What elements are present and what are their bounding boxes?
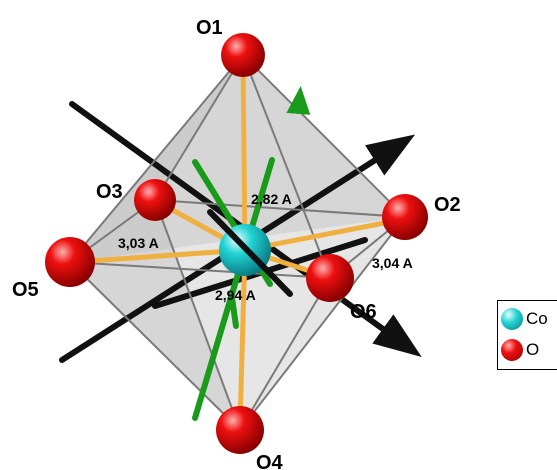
green-axis-line-2: [192, 157, 275, 421]
co-o-bonds: [72, 57, 403, 428]
black-axis-front: [207, 209, 293, 297]
label-o2: O2: [434, 194, 461, 216]
atom-o3: [134, 179, 176, 221]
legend-label-o: O: [526, 340, 540, 359]
legend-item-o: O: [501, 338, 539, 362]
atom-o5: [45, 237, 95, 287]
atom-o4: [216, 406, 264, 454]
distance-co-o5: 3,03 A: [118, 235, 159, 251]
atom-o6: [306, 254, 354, 302]
distance-co-o6: 2,94 A: [215, 287, 256, 303]
green-arrow: [286, 86, 311, 115]
distance-co-o1: 2,82 A: [251, 191, 292, 207]
bond-co-o1: [240, 57, 248, 253]
label-o1: O1: [196, 17, 223, 39]
label-o4: O4: [256, 452, 284, 470]
legend-label-co: Co: [526, 309, 548, 328]
distance-co-o2: 3,04 A: [372, 255, 413, 271]
atom-o1: [221, 33, 265, 77]
polyhedron-edges: [69, 54, 406, 431]
atom-o2: [382, 194, 428, 240]
legend-item-co: Co: [501, 307, 548, 331]
bond-co-o2: [242, 217, 403, 253]
label-o6: O6: [350, 301, 377, 323]
bond-co-o5: [72, 247, 248, 265]
label-o5: O5: [12, 279, 39, 301]
label-o3: O3: [96, 181, 123, 203]
cobalt-ball-icon: [501, 308, 523, 330]
green-axis-line-3: [229, 295, 239, 329]
oxygen-ball-icon: [501, 339, 523, 361]
bond-co-o4: [237, 247, 248, 428]
legend: Co O: [497, 300, 557, 370]
